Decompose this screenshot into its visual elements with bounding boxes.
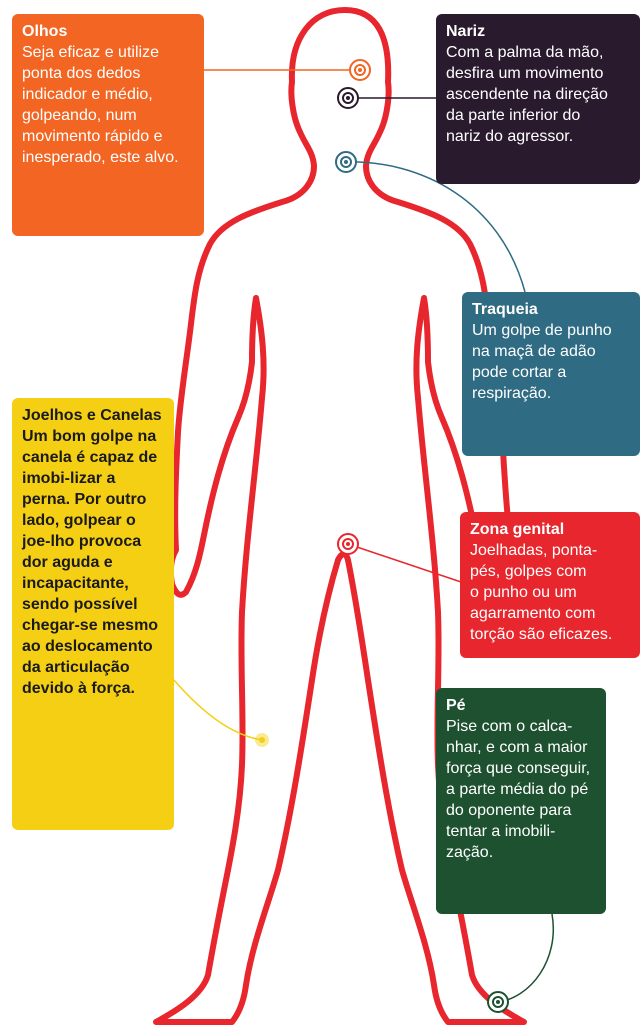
callout-genital: Zona genital Joelhadas, ponta- pés, golp… [460,512,640,658]
callout-joelhos-title: Joelhos e Canelas [22,407,162,424]
callout-genital-line: agarramento com [470,605,596,622]
callout-pe: Pé Pise com o calca-nhar, e com a maior … [436,688,606,914]
callout-nariz-title: Nariz [446,23,486,40]
callout-genital-line: Joelhadas, ponta- [470,542,598,559]
callout-genital-line: o punho ou um [470,584,577,601]
callout-olhos-title: Olhos [22,23,68,40]
joelhos-connector [173,679,263,741]
callout-pe-title: Pé [446,697,466,714]
traqueia-connector [345,161,526,293]
callout-traqueia-title: Traqueia [472,301,538,318]
target-nariz [337,87,359,109]
callout-nariz-line: ascendente na direção [446,86,608,103]
callout-nariz-line: desfira um movimento [446,65,604,82]
callout-pe-text: Pise com o calca-nhar, e com a maior for… [446,718,591,861]
callout-joelhos: Joelhos e Canelas Um bom golpe na canela… [12,398,174,830]
pe-connector [497,913,554,1003]
callout-joelhos-text: Um bom golpe na canela é capaz de imobi-… [22,428,159,697]
genital-connector [347,543,471,586]
callout-genital-line: torção são eficazes. [470,626,613,643]
target-olhos [349,59,371,81]
callout-genital-line: pés, golpes com [470,563,587,580]
callout-olhos: Olhos Seja eficaz e utilize ponta dos de… [12,14,204,236]
callout-traqueia: Traqueia Um golpe de punho na maçã de ad… [462,292,640,456]
callout-nariz: Nariz Com a palma da mão, desfira um mov… [436,14,640,184]
target-genital [337,533,359,555]
target-traqueia [335,151,357,173]
callout-genital-title: Zona genital [470,521,565,538]
callout-nariz-line: Com a palma da mão, [446,44,604,61]
target-pe [487,991,509,1013]
target-joelhos [255,733,269,747]
callout-nariz-line: da parte inferior do [446,107,581,124]
callout-olhos-text: Seja eficaz e utilize ponta dos dedos in… [22,44,179,166]
callout-traqueia-text: Um golpe de punho na maçã de adão pode c… [472,322,612,402]
callout-nariz-line: nariz do agressor. [446,128,574,145]
